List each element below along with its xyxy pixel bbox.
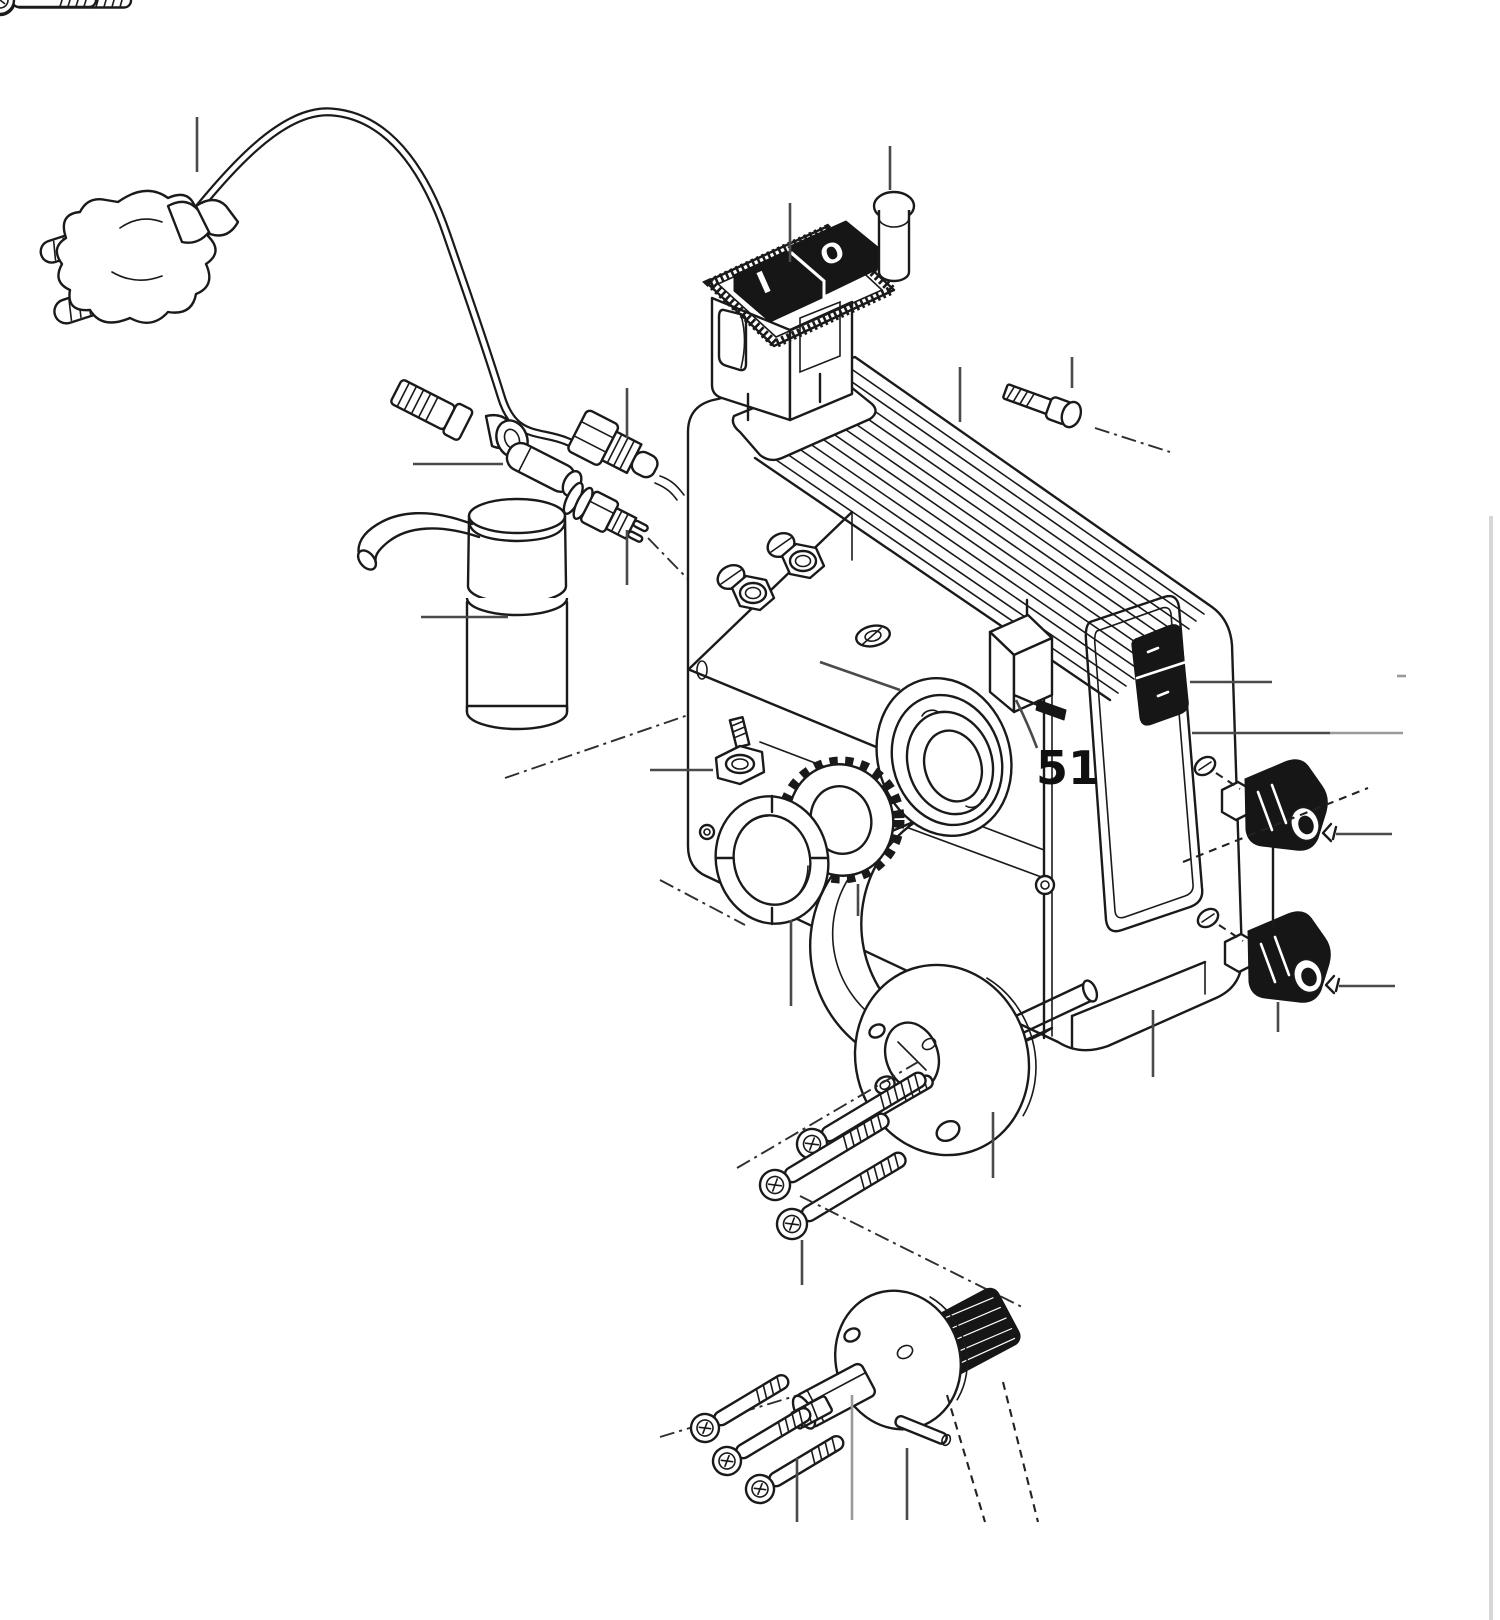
cap-screw-icon <box>0 0 98 16</box>
side-panel <box>1084 594 1204 933</box>
power-switch-block: I O <box>702 220 900 422</box>
terminal-knob-upper <box>1193 755 1338 851</box>
hex-nut-with-stud <box>714 716 766 786</box>
page-edge-line <box>1489 516 1493 1620</box>
countersunk-opening <box>855 624 891 648</box>
power-plug-cord <box>39 107 590 455</box>
ball-bearing <box>875 677 1013 837</box>
callout-51: 51 <box>1036 741 1100 795</box>
limit-switch <box>988 598 1067 721</box>
cable-gland-large <box>567 409 685 501</box>
terminal-axis <box>1182 787 1369 863</box>
cooling-fins <box>753 367 1205 702</box>
cable-gland-small <box>562 481 649 543</box>
spindle-assembly <box>659 1195 1023 1510</box>
side-rocker-switch <box>1131 624 1189 726</box>
switch-key-off[interactable]: O <box>787 220 885 295</box>
slotted-ring-nut <box>714 794 830 926</box>
fastener-pin <box>872 190 916 283</box>
dispenser-bottle <box>356 497 569 731</box>
screw-nut-pair-upper <box>766 531 826 580</box>
dowel-pin <box>894 1415 952 1447</box>
sleeve-fitting <box>505 441 583 497</box>
flange-cap-screws <box>736 1061 934 1246</box>
leader-lines <box>195 117 1406 1523</box>
switch-key-on[interactable]: I <box>733 250 823 323</box>
hex-head-screw <box>1002 383 1083 429</box>
